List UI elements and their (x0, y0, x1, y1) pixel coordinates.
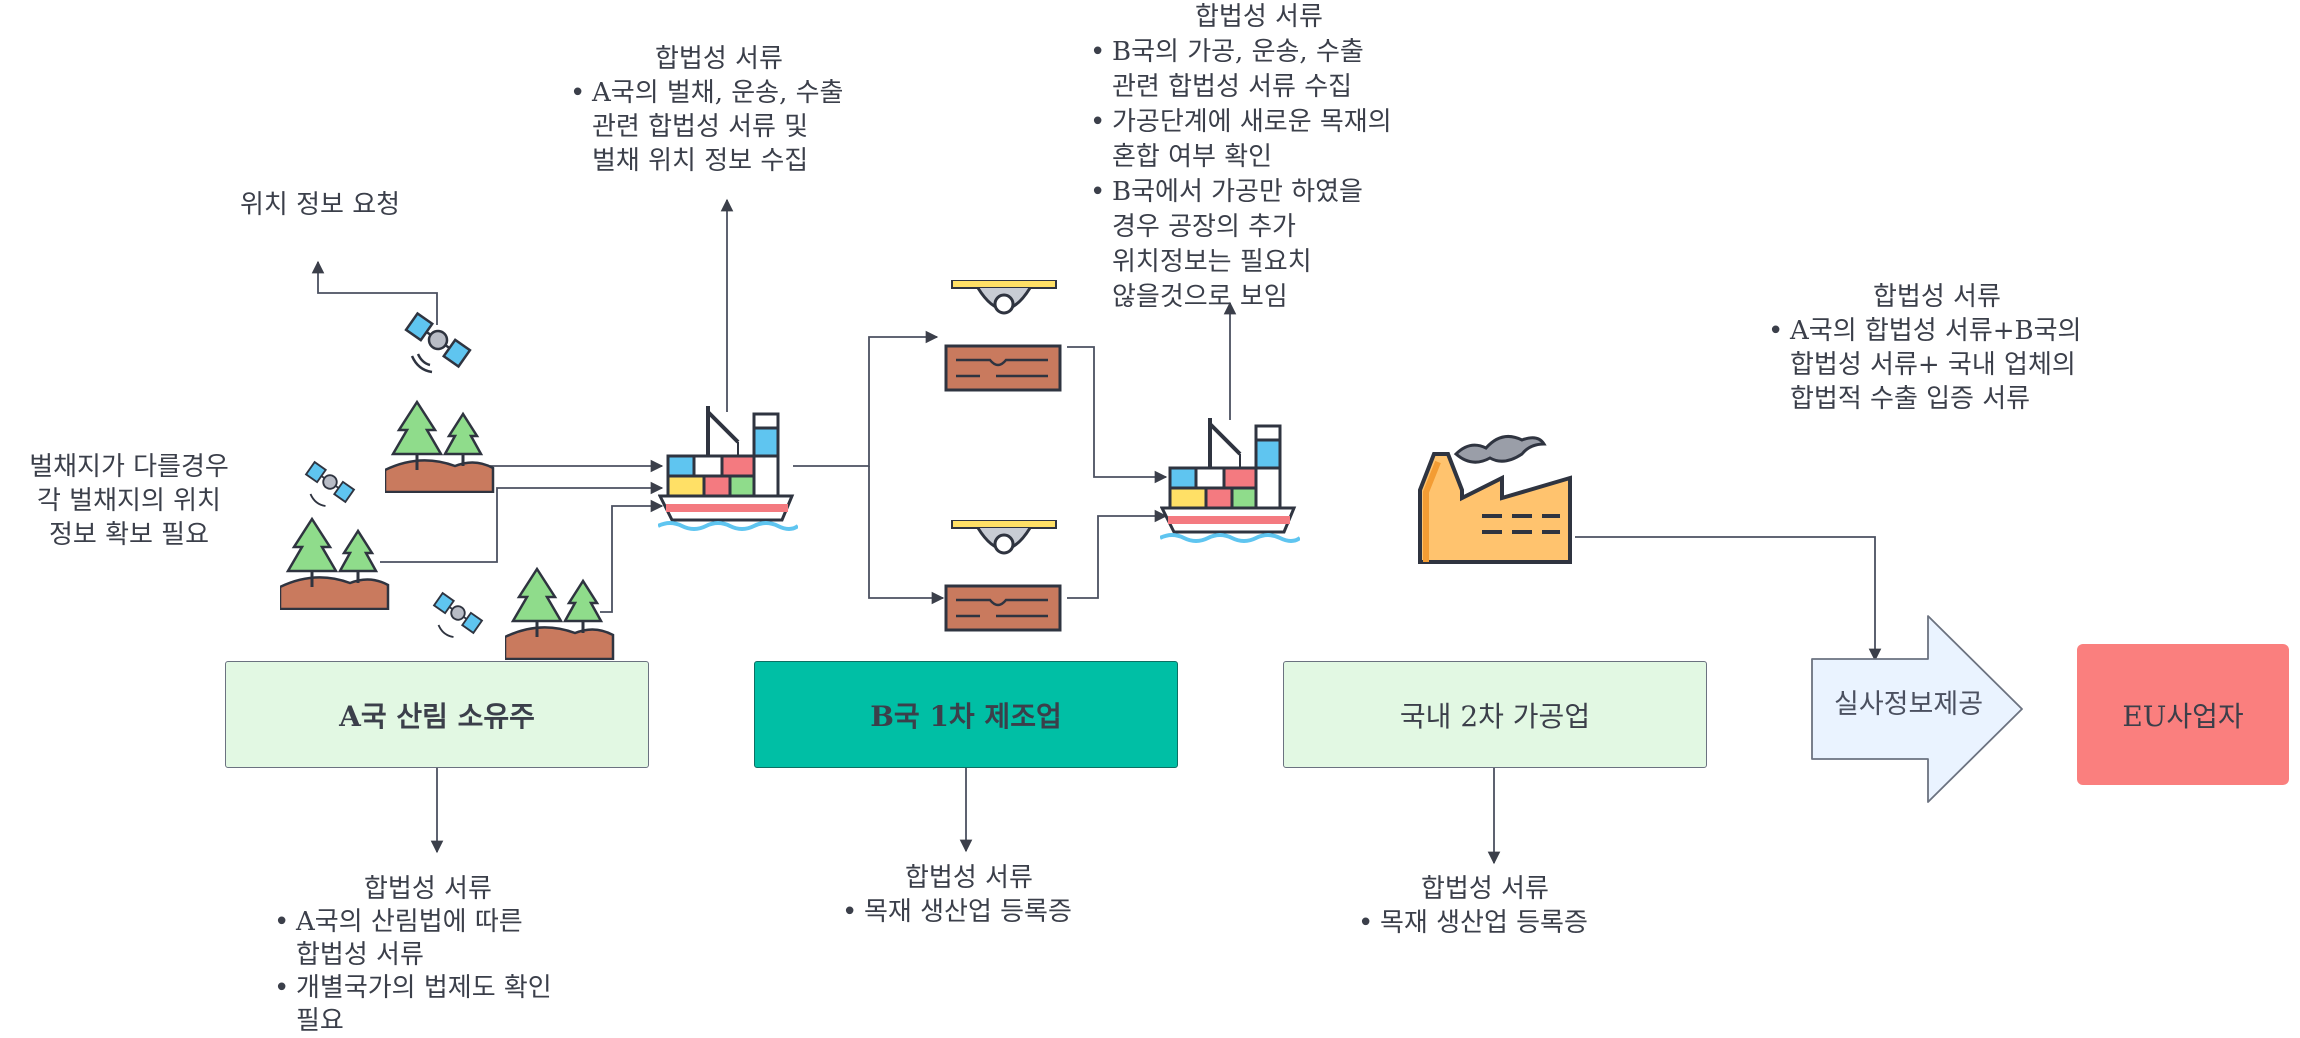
b-bottom-legal-docs-note: 합법성 서류 목재 생산업 등록증 (842, 861, 1072, 929)
note-line: 합법적 수출 입증 서류 (1790, 384, 2031, 414)
satellite-to-request-connector (311, 260, 438, 325)
cargo-ship-icon (658, 406, 798, 531)
factory-to-arrow-connector (1575, 536, 1882, 662)
due-diligence-label: 실사정보제공 (1834, 689, 1984, 720)
note-line: A국의 합법성 서류+B국의 (1768, 314, 2081, 348)
top-center-legal-docs-note: 합법성 서류 A국의 벌채, 운송, 수출 관련 합법성 서류 및 벌채 위치 … (570, 42, 843, 178)
ship-to-sawmill-bottom-connector (868, 466, 945, 605)
note-line: 위치정보는 필요치 (1112, 247, 1312, 277)
domestic-bottom-legal-docs-note: 합법성 서류 목재 생산업 등록증 (1358, 872, 1588, 940)
location-request-label: 위치 정보 요청 (240, 190, 401, 220)
note-line: 않을것으로 보임 (1112, 282, 1288, 312)
note-line: A국의 산림법에 따른 (274, 906, 552, 939)
note-line: 합법성 서류+ 국내 업체의 (1790, 350, 2076, 380)
satellite-icon (304, 460, 356, 507)
note-line: 가공단계에 새로운 목재의 (1090, 105, 1392, 140)
note-line: 목재 생산업 등록증 (1358, 906, 1588, 940)
sawmill-icon (944, 520, 1062, 632)
forest-icon (505, 566, 615, 660)
forest3-to-ship-connector (600, 499, 664, 613)
far-right-legal-docs-note: 합법성 서류 A국의 합법성 서류+B국의 합법성 서류+ 국내 업체의 합법적… (1768, 280, 2081, 416)
note-line: 합법성 서류 (296, 940, 424, 970)
note-line: 벌채 위치 정보 수집 (592, 146, 809, 176)
note-line: 관련 합법성 서류 및 (592, 112, 809, 142)
note-line: 경우 공장의 추가 (1112, 212, 1296, 242)
eu-operator-box: EU사업자 (2077, 644, 2289, 785)
note-line: 개별국가의 법제도 확인 (274, 972, 552, 1005)
note-title: 합법성 서류 (1195, 2, 1323, 32)
sawmill-top-to-ship-b-connector (1067, 346, 1168, 484)
due-diligence-arrow-shape (1811, 615, 2023, 803)
satellite-icon (432, 591, 484, 638)
note-title: 합법성 서류 (655, 44, 783, 74)
note-title: 합법성 서류 (1873, 282, 2001, 312)
note-line: 목재 생산업 등록증 (842, 895, 1072, 929)
a-forest-owner-box: A국 산림 소유주 (225, 661, 649, 768)
note-title: 합법성 서류 (1421, 874, 1549, 904)
b-manufacturer-box: B국 1차 제조업 (754, 661, 1178, 768)
multiple-sites-note: 벌채지가 다를경우 각 벌채지의 위치 정보 확보 필요 (29, 452, 229, 550)
note-title: 합법성 서류 (364, 874, 492, 904)
satellite-icon (404, 311, 472, 374)
a-bottom-legal-docs-note: 합법성 서류 A국의 산림법에 따른 합법성 서류 개별국가의 법제도 확인 필… (274, 873, 552, 1038)
domestic-processor-box: 국내 2차 가공업 (1283, 661, 1707, 768)
note-line: B국의 가공, 운송, 수출 (1090, 35, 1392, 70)
forest-icon (385, 399, 495, 493)
note-line: B국에서 가공만 하였을 (1090, 175, 1392, 210)
note-line: 관련 합법성 서류 수집 (1112, 72, 1353, 102)
note-line: 혼합 여부 확인 (1112, 142, 1273, 172)
note-line: 필요 (296, 1006, 344, 1036)
factory-icon (1418, 434, 1572, 564)
note-line: A국의 벌채, 운송, 수출 (570, 76, 843, 110)
cargo-ship-icon (1160, 418, 1300, 543)
sawmill-bottom-to-ship-b-connector (1067, 509, 1168, 599)
ship-to-sawmill-top-connector (793, 330, 939, 467)
forest-icon (280, 516, 390, 610)
top-right-legal-docs-note: 합법성 서류 B국의 가공, 운송, 수출 관련 합법성 서류 수집 가공단계에… (1090, 0, 1392, 315)
note-title: 합법성 서류 (905, 863, 1033, 893)
sawmill-icon (944, 280, 1062, 392)
forest2-to-ship-connector (380, 481, 664, 563)
